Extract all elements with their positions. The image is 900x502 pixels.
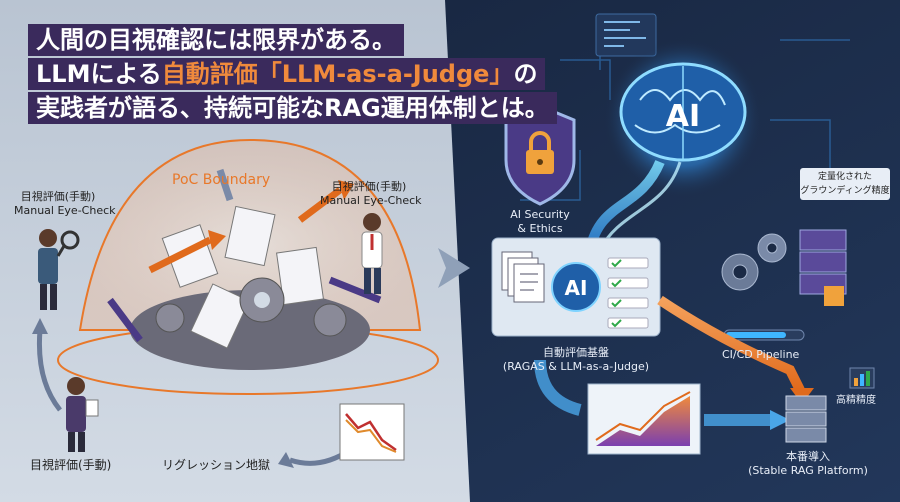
person-icon (361, 213, 383, 294)
manual-eval-label-top-left: 目視評価(手動) Manual Eye-Check (14, 190, 116, 217)
eval-base-label: 自動評価基盤 (RAGAS & LLM-as-a-Judge) (502, 346, 650, 373)
data-beam (585, 159, 665, 252)
bar-chart-icon (849, 367, 875, 389)
chaos-pile (107, 168, 382, 370)
cycle-arrow-icon (36, 329, 62, 412)
brain-label: AI (666, 99, 700, 134)
cicd-label: CI/CD Pipeline (722, 348, 800, 361)
growth-chart (587, 383, 701, 455)
manual-eval-label-bottom: 目視評価(手動) (30, 458, 112, 472)
flow-arrow-icon (657, 295, 805, 393)
headline-line-2: LLMによる自動評価「LLM-as-a-Judge」の (28, 58, 546, 90)
eval-base-panel (491, 237, 661, 337)
headline-line-1: 人間の目視確認には限界がある。 (28, 24, 404, 56)
production-label: 本番導入 (Stable RAG Platform) (748, 450, 868, 477)
regression-hell-label: リグレッション地獄 (162, 458, 271, 472)
transition-arrow-icon (438, 248, 470, 288)
poc-boundary-label: PoC Boundary (172, 172, 271, 188)
security-shield-icon (504, 104, 576, 206)
code-panel (595, 13, 657, 57)
gear-icon (721, 233, 787, 291)
down-arrow-icon (534, 359, 582, 416)
server-stack-icon (799, 229, 847, 306)
high-precision-label: 高精精度 (836, 395, 876, 406)
headline-highlight: 自動評価「LLM-as-a-Judge」 (161, 60, 514, 88)
production-server-icon (785, 395, 827, 443)
manual-eval-label-top-right: 目視評価(手動) Manual Eye-Check (320, 180, 422, 207)
eval-chip-label: AI (565, 276, 588, 300)
headline-line-3: 実践者が語る、持続可能なRAG運用体制とは。 (28, 92, 557, 124)
security-label: AI Security & Ethics (510, 208, 570, 235)
person-icon (66, 377, 99, 452)
declining-chart (339, 403, 405, 461)
cicd-progress-bar (723, 329, 805, 341)
person-icon (38, 229, 80, 310)
grounding-label: 定量化された グラウンディング精度 (800, 168, 890, 200)
ai-brain-icon (603, 38, 763, 198)
